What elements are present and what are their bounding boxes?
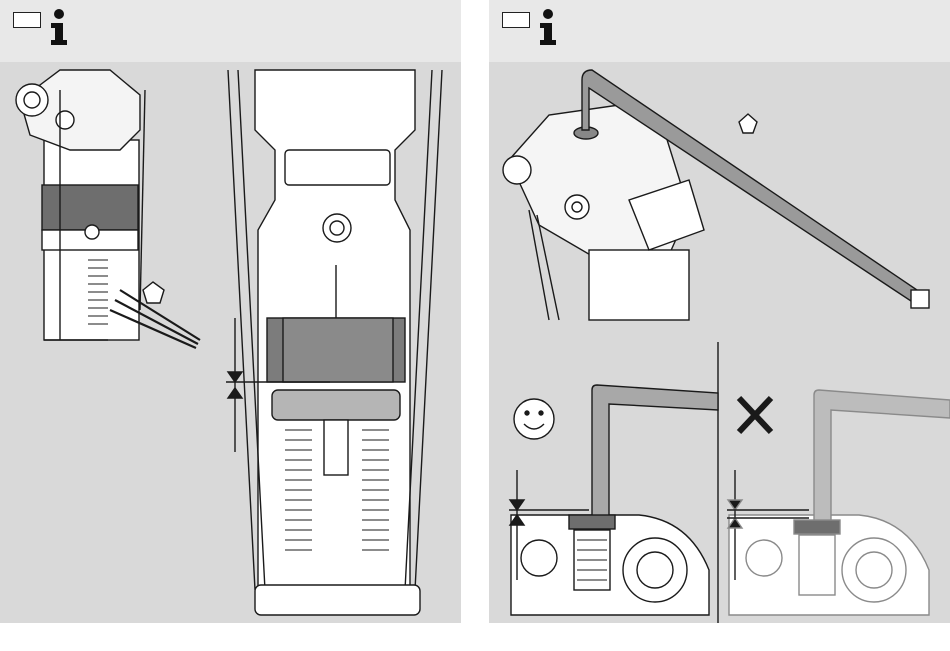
- left-illustration: [0, 0, 461, 623]
- clamp-with-hex-key: [503, 70, 929, 320]
- cross-icon: [739, 398, 771, 432]
- right-illustration: [489, 0, 950, 623]
- correct-inset: [509, 385, 718, 615]
- left-panel: [0, 0, 461, 623]
- right-panel: [489, 0, 950, 623]
- clamp-closeup: [16, 70, 200, 348]
- hex-key-callout: [739, 114, 757, 133]
- mechanism-front-view: [226, 70, 442, 615]
- incorrect-inset: [727, 390, 950, 615]
- smiley-icon: [514, 399, 554, 439]
- hex-key-callout: [143, 282, 164, 303]
